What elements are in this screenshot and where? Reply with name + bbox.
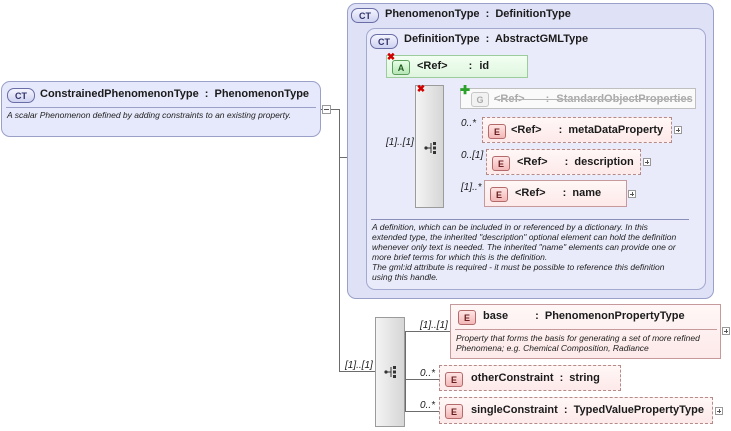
element-badge: E <box>445 404 463 419</box>
attribute-id-label: <Ref> : id <box>417 60 489 72</box>
outer-branch <box>405 331 406 411</box>
description-cardinality: 0..[1] <box>461 150 484 161</box>
attribute-id[interactable]: A <Ref> : id <box>386 55 528 78</box>
metadata-cardinality: 0..* <box>461 118 477 129</box>
expand-toggle[interactable] <box>628 190 636 198</box>
expand-toggle[interactable] <box>674 126 682 134</box>
sequence-icon <box>384 365 398 379</box>
trunk-to-outer-seq <box>339 371 375 372</box>
phenomenon-type-name: PhenomenonType <box>385 8 480 20</box>
complex-type-badge: CT <box>351 8 379 23</box>
prohibited-icon: ✖ <box>416 84 426 95</box>
sequence-icon <box>424 141 438 155</box>
outer-sequence-cardinality: [1]..[1] <box>345 360 373 371</box>
description-name: description <box>574 156 634 168</box>
outer-branch-other <box>405 379 439 380</box>
inner-sequence-cardinality: [1]..[1] <box>386 137 414 148</box>
base-name: base <box>483 310 509 322</box>
attr-name: id <box>479 60 490 72</box>
metadata-name: metaDataProperty <box>568 124 664 136</box>
definition-type-name: DefinitionType <box>404 33 480 45</box>
definition-type-base: AbstractGMLType <box>494 33 589 45</box>
complex-type-badge: CT <box>370 34 398 49</box>
element-base[interactable]: E base : PhenomenonPropertyType Property… <box>450 304 721 359</box>
expand-toggle[interactable] <box>722 327 730 335</box>
element-badge: E <box>488 124 506 139</box>
expand-toggle[interactable] <box>643 158 651 166</box>
phenomenon-type-base: DefinitionType <box>495 8 571 20</box>
element-badge: E <box>492 156 510 171</box>
base-cardinality: [1]..[1] <box>420 320 448 331</box>
root-base: PhenomenonType <box>214 88 310 100</box>
description-ref: <Ref> <box>517 156 548 168</box>
element-single-constraint[interactable]: E singleConstraint : TypedValuePropertyT… <box>439 397 713 424</box>
definition-type-description: A definition, which can be included in o… <box>372 222 677 282</box>
expand-toggle[interactable] <box>715 407 723 415</box>
inner-sequence[interactable] <box>415 85 444 208</box>
prohibited-icon: ✖ <box>386 52 396 63</box>
other-constraint-sep: : <box>559 372 564 384</box>
description-label: <Ref> : description <box>517 156 634 168</box>
trunk-to-phenomenon <box>339 157 347 158</box>
root-title: ConstrainedPhenomenonType : PhenomenonTy… <box>40 88 309 100</box>
attr-sep: : <box>468 60 473 72</box>
complex-type-badge: CT <box>7 88 35 103</box>
metadata-label: <Ref> : metaDataProperty <box>511 124 663 136</box>
other-constraint-name: otherConstraint <box>471 372 554 384</box>
single-constraint-label: singleConstraint : TypedValuePropertyTyp… <box>471 404 704 416</box>
phenomenon-type-sep: : <box>485 8 490 20</box>
group-badge: G <box>471 92 489 107</box>
restriction-plus-icon: ✚ <box>460 83 471 97</box>
element-badge: E <box>445 372 463 387</box>
name-name: name <box>572 187 602 199</box>
attr-ref: <Ref> <box>417 60 448 72</box>
description-sep: : <box>564 156 569 168</box>
definition-type-sep: : <box>485 33 490 45</box>
name-label: <Ref> : name <box>515 187 601 199</box>
element-name[interactable]: E <Ref> : name <box>484 180 627 207</box>
root-name: ConstrainedPhenomenonType <box>40 88 199 100</box>
outer-branch-single <box>405 411 439 412</box>
sequence-icon-svg <box>424 142 436 154</box>
other-constraint-type: string <box>569 372 600 384</box>
root-description: A scalar Phenomenon defined by adding co… <box>7 110 291 120</box>
sequence-icon-svg <box>384 366 396 378</box>
phenomenon-type-title: PhenomenonType : DefinitionType <box>385 8 571 20</box>
single-constraint-type: TypedValuePropertyType <box>573 404 705 416</box>
element-description[interactable]: E <Ref> : description <box>486 149 641 175</box>
single-constraint-cardinality: 0..* <box>420 400 436 411</box>
single-constraint-name: singleConstraint <box>471 404 558 416</box>
other-constraint-cardinality: 0..* <box>420 368 436 379</box>
definition-type-title: DefinitionType : AbstractGMLType <box>404 33 588 45</box>
collapse-toggle[interactable] <box>322 105 331 114</box>
trunk-line <box>339 109 340 371</box>
single-constraint-sep: : <box>563 404 568 416</box>
group-standard-object-properties[interactable]: G <Ref> : StandardObjectProperties <box>460 88 696 109</box>
name-cardinality: [1]..* <box>461 182 482 193</box>
element-other-constraint[interactable]: E otherConstraint : string <box>439 365 621 391</box>
metadata-sep: : <box>558 124 563 136</box>
element-badge: E <box>490 187 508 202</box>
base-type: PhenomenonPropertyType <box>544 310 685 322</box>
name-ref: <Ref> <box>515 187 546 199</box>
attribute-badge: A <box>392 60 410 75</box>
outer-sequence[interactable] <box>375 317 405 427</box>
base-label: base : PhenomenonPropertyType <box>483 310 685 322</box>
base-sep: : <box>535 310 539 322</box>
element-metadata-property[interactable]: E <Ref> : metaDataProperty <box>482 117 672 143</box>
other-constraint-label: otherConstraint : string <box>471 372 600 384</box>
name-sep: : <box>562 187 567 199</box>
base-description: Property that forms the basis for genera… <box>456 333 700 353</box>
root-sep: : <box>204 88 209 100</box>
metadata-ref: <Ref> <box>511 124 542 136</box>
outer-branch-base <box>405 331 450 332</box>
element-badge: E <box>458 310 476 325</box>
root-complex-type[interactable]: CT ConstrainedPhenomenonType : Phenomeno… <box>1 81 331 137</box>
